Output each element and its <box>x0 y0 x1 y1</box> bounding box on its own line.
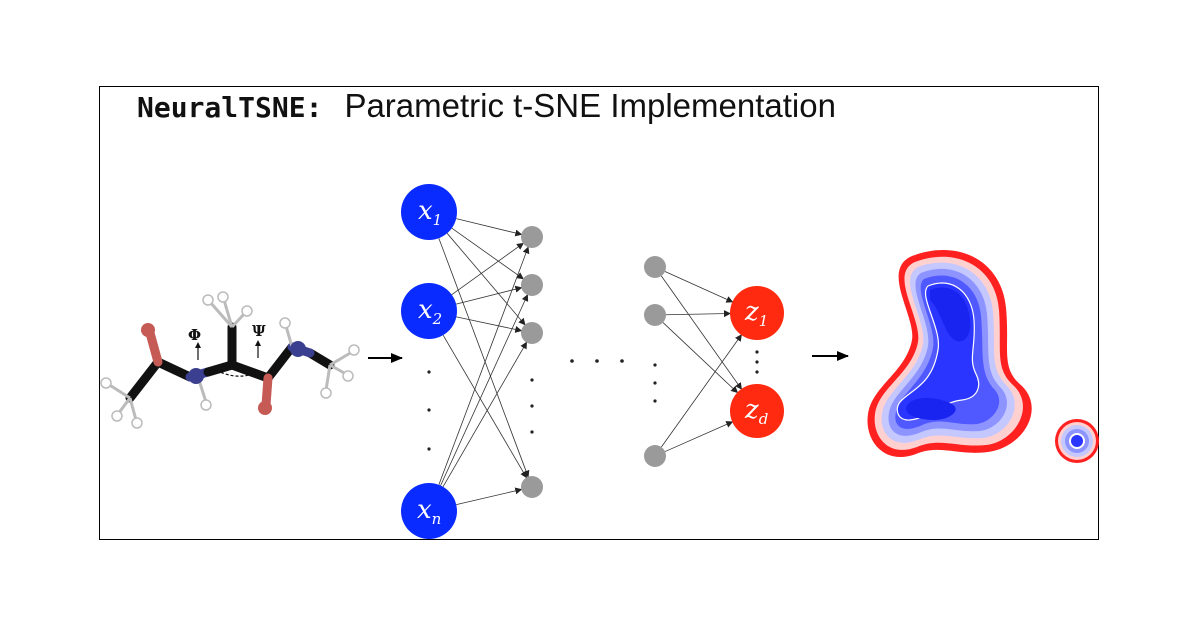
connection-edge <box>456 218 523 237</box>
neural-network: x1 x2 xn z1 zd <box>401 184 784 539</box>
output-node-z1: z1 <box>730 286 784 340</box>
connection-edge <box>456 316 523 333</box>
small-cluster <box>1055 419 1099 463</box>
molecule-illustration: Φ Ψ <box>100 291 360 429</box>
title-mono-text: NeuralTSNE: <box>137 91 323 124</box>
figure-border <box>99 86 1099 540</box>
svg-text:xn: xn <box>417 495 441 528</box>
connection-edge <box>442 334 527 479</box>
ellipsis-input <box>427 370 431 451</box>
connection-edge <box>440 294 529 486</box>
psi-label: Ψ <box>252 322 266 340</box>
title-main-text: Parametric t-SNE Implementation <box>344 87 836 124</box>
input-layer: x1 x2 xn <box>401 184 457 539</box>
connections-input-hidden <box>438 218 530 506</box>
connection-edge <box>664 421 734 452</box>
hidden-layer-1 <box>521 226 543 498</box>
hidden-node <box>521 476 543 498</box>
connection-edge <box>456 487 523 506</box>
connection-edge <box>442 341 527 487</box>
output-layer: z1 zd <box>730 286 784 438</box>
ellipsis-hidden-1 <box>530 378 534 434</box>
hidden-node <box>521 322 543 344</box>
figure-title: NeuralTSNE: Parametric t-SNE Implementati… <box>137 84 836 128</box>
svg-text:x1: x1 <box>418 196 442 229</box>
connection-edge <box>661 275 742 390</box>
connection-edge <box>438 246 530 485</box>
connections-hidden-output <box>661 271 742 452</box>
hidden-node <box>644 304 666 326</box>
connection-edge <box>665 310 732 318</box>
connection-edge <box>451 227 524 280</box>
connection-edge <box>664 271 734 303</box>
hidden-node <box>521 274 543 296</box>
input-node-xn: xn <box>401 483 457 539</box>
hidden-node <box>644 445 666 467</box>
output-node-zd: zd <box>730 384 784 438</box>
connection-edge <box>451 242 524 295</box>
input-node-x2: x2 <box>401 283 457 339</box>
main-cluster <box>867 250 1032 458</box>
connection-edge <box>662 322 739 394</box>
connection-edge <box>456 285 523 305</box>
input-node-x1: x1 <box>401 184 457 240</box>
svg-text:zd: zd <box>744 395 768 428</box>
phi-label: Φ <box>188 326 201 344</box>
hidden-node <box>644 256 666 278</box>
ellipsis-layers <box>570 359 624 363</box>
connection-edge <box>438 238 530 478</box>
ellipsis-hidden-2 <box>653 363 657 403</box>
ellipsis-output <box>755 350 759 374</box>
svg-text:z1: z1 <box>744 297 768 330</box>
embedding-density-plot <box>867 250 1099 463</box>
connection-edge <box>446 233 526 326</box>
hidden-node <box>521 226 543 248</box>
svg-text:x2: x2 <box>418 295 442 328</box>
hidden-layer-2 <box>644 256 666 467</box>
connection-edge <box>661 334 742 448</box>
